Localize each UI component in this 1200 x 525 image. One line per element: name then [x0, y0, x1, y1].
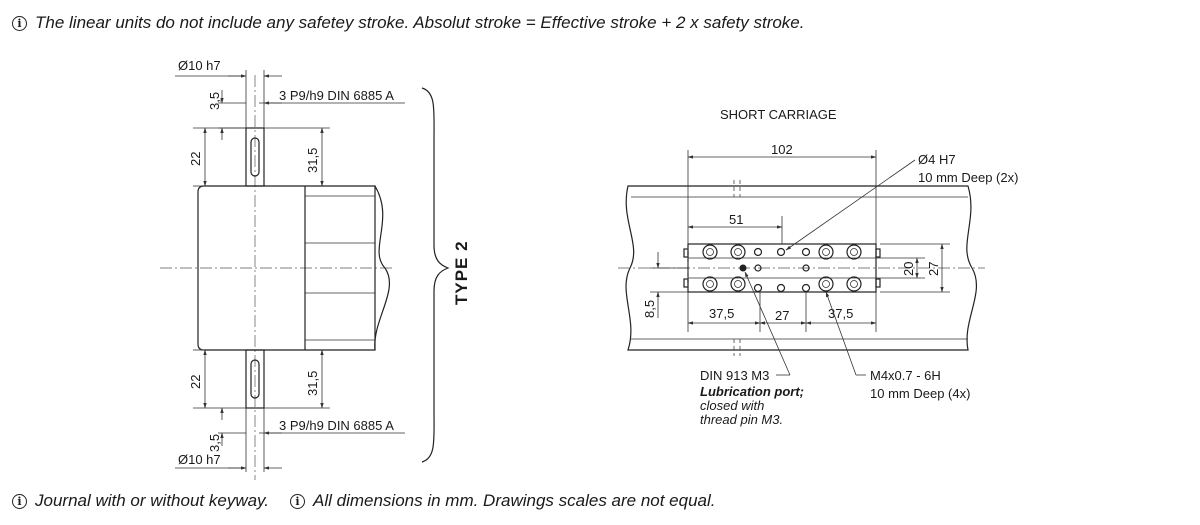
shaft-dia-top-label: Ø10 h7 [178, 58, 221, 73]
dim-27-horizontal: 27 [775, 308, 789, 323]
thread-hole [846, 276, 862, 292]
pin-hole [818, 276, 834, 292]
lubrication-port [739, 264, 747, 272]
dim-31-5-bottom: 31,5 [305, 371, 320, 396]
keyway-bottom [250, 359, 260, 399]
dim-3-5-bottom: 3,5 [207, 434, 222, 452]
info-icon: i [290, 493, 305, 509]
note-safety-stroke-text: The linear units do not include any safe… [35, 13, 805, 32]
dim-51: 51 [729, 212, 743, 227]
dim-31-5-top: 31,5 [305, 148, 320, 173]
note-keyway: i Journal with or without keyway. [12, 491, 269, 511]
seal-right-top [875, 248, 881, 258]
rail-profile [625, 185, 977, 351]
left-end-view: Ø10 h7 3,5 3 P9/h9 DIN 6885 A 22 31,5 22 [160, 58, 405, 480]
key-spec-top: 3 P9/h9 DIN 6885 A [279, 88, 394, 103]
small-hole [801, 283, 811, 293]
thread-hole [702, 244, 718, 260]
break-line [374, 185, 391, 351]
callout-lube-line4: thread pin M3. [700, 412, 783, 427]
small-hole [776, 283, 786, 293]
key-spec-bottom: 3 P9/h9 DIN 6885 A [279, 418, 394, 433]
dim-37-5-left: 37,5 [709, 306, 734, 321]
seal-right-bottom [875, 278, 881, 288]
pin-hole [730, 244, 746, 260]
note-dimensions-text: All dimensions in mm. Drawings scales ar… [313, 491, 716, 510]
dim-22-top: 22 [188, 152, 203, 166]
small-hole [754, 264, 762, 272]
small-hole [801, 247, 811, 257]
callout-thread-line1: M4x0.7 - 6H [870, 368, 941, 383]
carriage-title: SHORT CARRIAGE [720, 107, 837, 122]
note-keyway-text: Journal with or without keyway. [35, 491, 270, 510]
small-hole [753, 247, 763, 257]
dim-8-5: 8,5 [642, 300, 657, 318]
callout-thread-line2: 10 mm Deep (4x) [870, 386, 970, 401]
shaft-dia-bottom-label: Ø10 h7 [178, 452, 221, 467]
pin-hole [818, 244, 834, 260]
small-hole [776, 247, 786, 257]
note-dimensions: i All dimensions in mm. Drawings scales … [290, 491, 716, 511]
dim-20: 20 [901, 262, 916, 276]
dim-37-5-right: 37,5 [828, 306, 853, 321]
thread-hole [702, 276, 718, 292]
seal-left-top [683, 248, 689, 258]
note-safety-stroke: i The linear units do not include any sa… [12, 13, 804, 33]
dim-3-5-top: 3,5 [207, 92, 222, 110]
info-icon: i [12, 493, 27, 509]
right-carriage-view: SHORT CARRIAGE [618, 107, 1018, 427]
info-icon: i [12, 15, 27, 31]
curly-brace [421, 87, 450, 463]
dim-27-vertical: 27 [926, 262, 941, 276]
callout-lube-line2: Lubrication port; [700, 384, 804, 399]
callout-lube-line1: DIN 913 M3 [700, 368, 769, 383]
dim-102: 102 [771, 142, 793, 157]
small-hole [753, 283, 763, 293]
thread-hole [846, 244, 862, 260]
keyway-top [250, 137, 260, 177]
seal-left-bottom [683, 278, 689, 288]
callout-lube-line3: closed with [700, 398, 764, 413]
small-hole [802, 264, 810, 272]
callout-pin-line1: Ø4 H7 [918, 152, 956, 167]
pin-hole [730, 276, 746, 292]
dim-22-bottom: 22 [188, 375, 203, 389]
callout-pin-line2: 10 mm Deep (2x) [918, 170, 1018, 185]
type-label: TYPE 2 [452, 240, 471, 305]
